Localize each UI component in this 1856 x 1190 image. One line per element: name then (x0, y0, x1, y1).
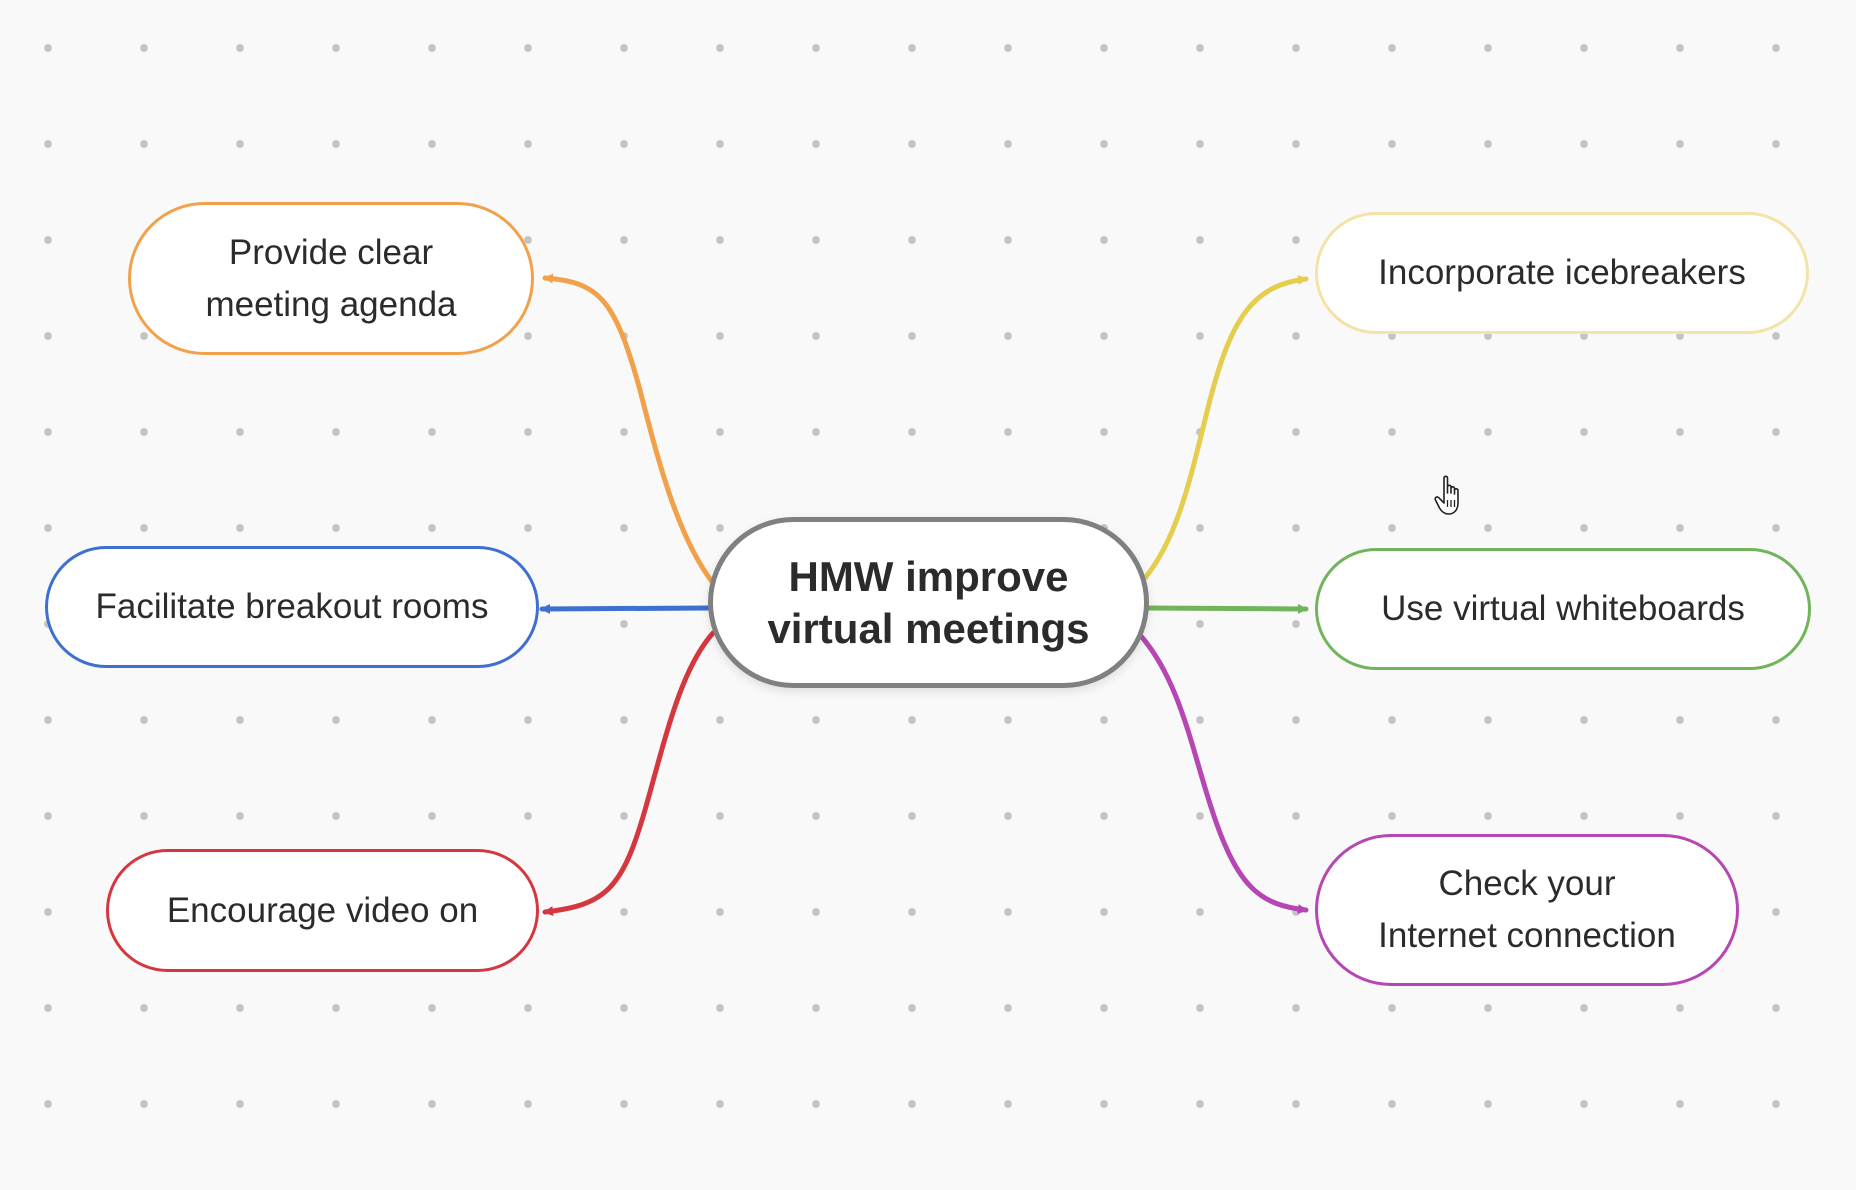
idea-node-internet-line-1: Check your (1438, 864, 1616, 903)
central-topic-line-1: HMW improve (788, 552, 1069, 600)
idea-node-icebreakers[interactable]: Incorporate icebreakers (1315, 212, 1809, 334)
central-topic-text: HMW improve virtual meetings (767, 551, 1089, 655)
connector-icebreakers[interactable] (1142, 274, 1309, 581)
idea-node-whiteboards-line-1: Use virtual whiteboards (1381, 589, 1745, 628)
idea-node-agenda[interactable]: Provide clear meeting agenda (128, 202, 534, 355)
connector-breakout[interactable] (539, 603, 711, 614)
idea-node-internet-line-2: Internet connection (1378, 916, 1676, 955)
idea-node-agenda-text: Provide clear meeting agenda (205, 227, 456, 331)
connector-video[interactable] (542, 630, 716, 917)
idea-node-video-line-1: Encourage video on (166, 890, 479, 930)
connector-whiteboards[interactable] (1144, 603, 1309, 614)
idea-node-internet[interactable]: Check your Internet connection (1315, 834, 1739, 986)
idea-node-breakout-line-1: Facilitate breakout rooms (95, 587, 489, 626)
connector-agenda[interactable] (542, 273, 716, 586)
hand-pointer-icon (1434, 475, 1459, 515)
central-topic-line-2: virtual meetings (767, 604, 1090, 652)
idea-node-agenda-line-2: meeting agenda (205, 284, 457, 324)
connector-internet[interactable] (1137, 632, 1309, 915)
idea-node-breakout[interactable]: Facilitate breakout rooms (45, 546, 539, 668)
idea-node-video-text: Encourage video on (167, 885, 478, 937)
idea-node-icebreakers-line-1: Incorporate icebreakers (1378, 253, 1746, 292)
idea-node-whiteboards[interactable]: Use virtual whiteboards (1315, 548, 1811, 670)
idea-node-agenda-line-1: Provide clear (228, 232, 434, 272)
idea-node-internet-text: Check your Internet connection (1378, 858, 1676, 962)
idea-node-breakout-text: Facilitate breakout rooms (96, 581, 489, 633)
central-topic-node[interactable]: HMW improve virtual meetings (708, 517, 1149, 688)
idea-node-icebreakers-text: Incorporate icebreakers (1378, 247, 1746, 299)
idea-node-whiteboards-text: Use virtual whiteboards (1381, 583, 1745, 635)
idea-node-video[interactable]: Encourage video on (106, 849, 539, 972)
